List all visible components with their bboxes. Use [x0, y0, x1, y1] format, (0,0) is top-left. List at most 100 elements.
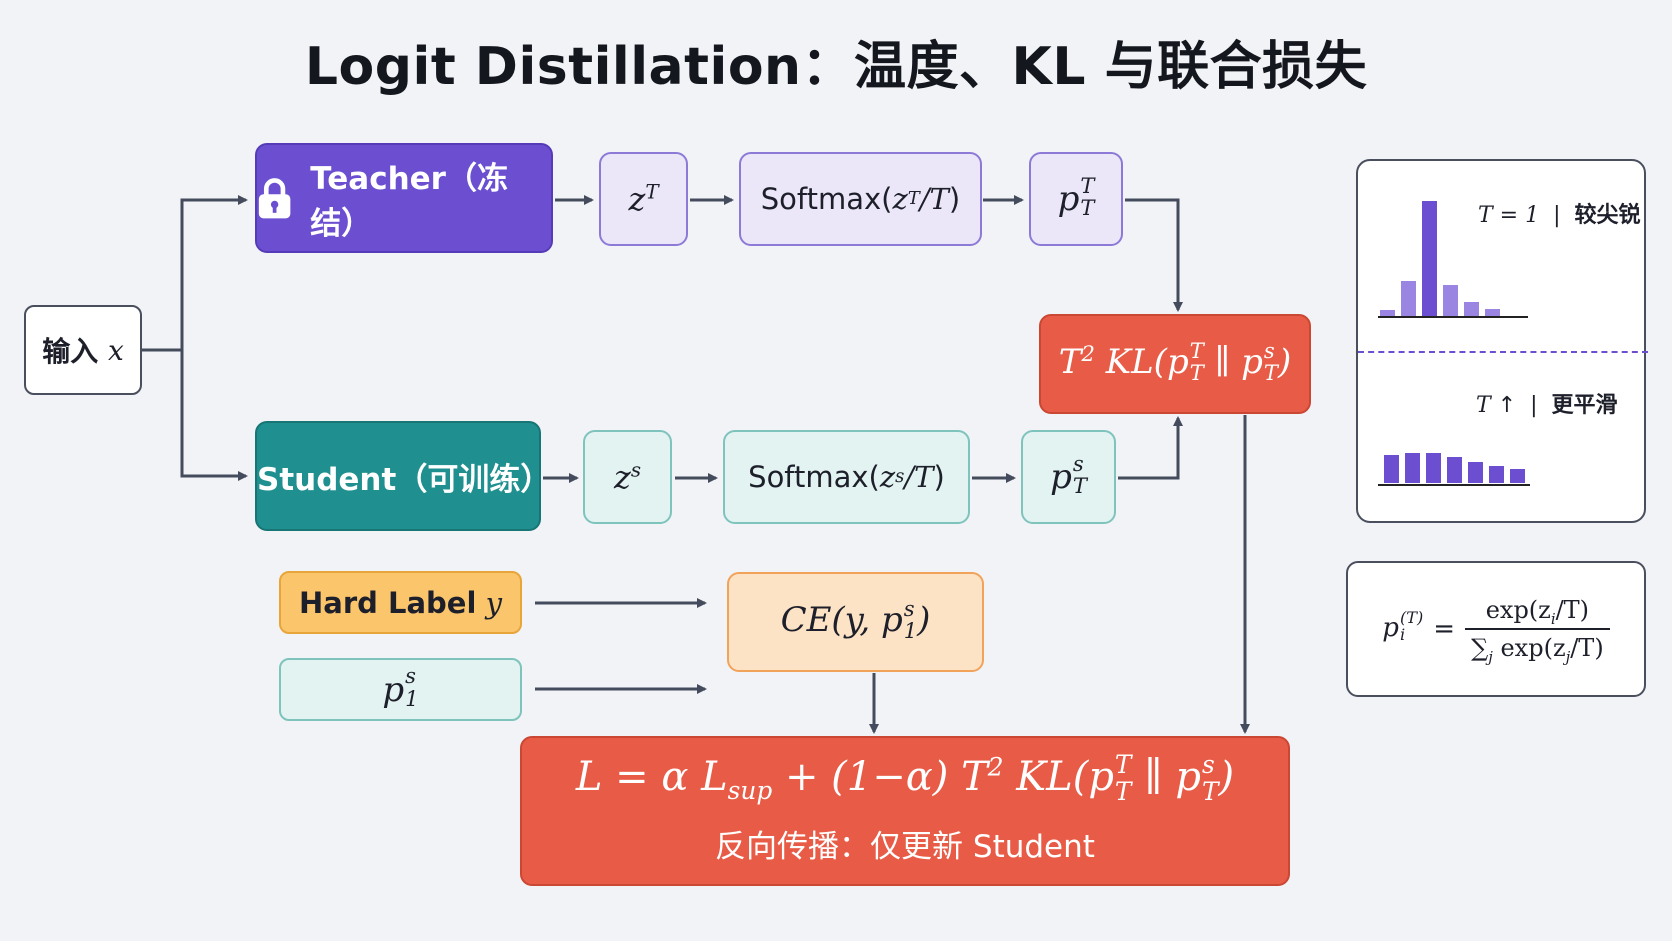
smooth-distribution	[1384, 431, 1534, 483]
kl-fn: KL(	[1094, 342, 1167, 382]
formula-num: exp(z	[1485, 596, 1551, 624]
formula-denominator: ∑j exp(zj/T)	[1465, 628, 1610, 664]
temperature-panel: T = 1 | 较尖锐 T ↑ | 更平滑	[1356, 159, 1648, 523]
teacher-box: Teacher（冻结）	[255, 143, 553, 253]
formula-num-end: /T)	[1555, 596, 1590, 624]
sharp-distribution-bar	[1380, 310, 1395, 316]
student-logit-box: zs	[583, 430, 672, 524]
hard-label-var: y	[485, 585, 503, 620]
formula-lhs-p: p	[1382, 613, 1399, 643]
teacher-logit: z	[628, 180, 646, 218]
teacher-softmax-suffix: )	[948, 182, 961, 216]
sharp-caption: T = 1 | 较尖锐	[1478, 197, 1641, 229]
smooth-distribution-bar	[1468, 462, 1483, 483]
loss-p2-sup: s	[1201, 750, 1215, 780]
ce-end: )	[917, 600, 931, 640]
input-variable: x	[107, 333, 124, 367]
teacher-softmax-temp: T	[929, 182, 949, 216]
loss-b: + (1−α) T	[772, 754, 988, 801]
smooth-caption-var: T	[1476, 393, 1491, 418]
formula-lhs-sub: i	[1399, 625, 1406, 644]
kl-p1-sup: T	[1189, 337, 1204, 363]
teacher-prob-sub: T	[1080, 195, 1095, 220]
hard-label-box: Hard Label y	[279, 571, 522, 634]
loss-c: KL(	[1003, 754, 1089, 801]
sharp-distribution-bar	[1464, 302, 1479, 316]
sharp-baseline	[1378, 316, 1528, 318]
teacher-label: Teacher（冻结）	[310, 161, 508, 242]
smooth-baseline	[1378, 484, 1530, 486]
loss-p1-sub: T	[1114, 776, 1132, 806]
kl-temp: T	[1058, 342, 1082, 382]
smooth-distribution-bar	[1405, 453, 1420, 483]
formula-den-end: /T)	[1570, 634, 1604, 662]
kl-p2: p	[1241, 342, 1263, 382]
loss-p1-sup: T	[1114, 750, 1132, 780]
loss-p2-sub: T	[1201, 776, 1219, 806]
sharp-caption-sep: |	[1553, 203, 1561, 228]
formula-num-sub: i	[1550, 609, 1556, 628]
smooth-distribution-bar	[1426, 453, 1441, 483]
kl-end: )	[1277, 342, 1292, 382]
smooth-distribution-bar	[1447, 457, 1462, 483]
panel-divider	[1358, 351, 1648, 353]
student-logit: z	[613, 458, 631, 496]
student-prob-sup: s	[1072, 450, 1084, 476]
smooth-distribution-bar	[1489, 466, 1504, 483]
smooth-distribution-bar	[1384, 455, 1399, 483]
input-label: 输入	[42, 335, 99, 368]
student-softmax-temp: T	[914, 460, 934, 494]
sharp-distribution-bar	[1443, 285, 1458, 316]
formula-den: exp(z	[1492, 634, 1566, 662]
kl-p1-sub: T	[1189, 360, 1204, 385]
kl-temp-sup: 2	[1081, 340, 1095, 366]
sharp-caption-var: T	[1478, 203, 1493, 228]
ps-to-kl-arrow	[1118, 416, 1183, 480]
formula-den-sum-sub: j	[1488, 647, 1493, 666]
teacher-prob: p	[1057, 179, 1080, 219]
student-softmax-suffix: )	[933, 460, 945, 494]
ce-sup: s	[903, 595, 915, 621]
ce-sub: 1	[903, 618, 918, 643]
smooth-caption: T ↑ | 更平滑	[1476, 387, 1618, 419]
kl-p1: p	[1166, 342, 1189, 382]
loss-end: )	[1218, 754, 1235, 801]
pt-to-kl-arrow	[1125, 198, 1183, 312]
backprop-note: 反向传播：仅更新 Student	[715, 828, 1095, 865]
input-to-student-arrow	[180, 350, 248, 481]
lock-icon	[258, 178, 291, 219]
formula-fraction: exp(zi/T) ∑j exp(zj/T)	[1465, 596, 1610, 664]
loss-sub: sup	[727, 776, 773, 806]
sharp-distribution-bar	[1485, 309, 1500, 316]
p1s-sup: s	[405, 663, 416, 689]
teacher-softmax-prefix: Softmax(	[760, 182, 893, 216]
formula-numerator: exp(zi/T)	[1480, 596, 1595, 628]
sharp-distribution-bar	[1422, 201, 1437, 316]
loss-p1: p	[1088, 754, 1114, 801]
kl-p2-sub: T	[1263, 360, 1278, 385]
loss-sup: 2	[987, 753, 1004, 783]
sharp-distribution	[1380, 201, 1530, 316]
input-stem-arrow	[142, 195, 248, 352]
smooth-caption-sep: |	[1530, 393, 1538, 418]
student-logit-sup: s	[630, 458, 642, 482]
formula-den-sub: j	[1565, 647, 1571, 666]
student-softmax-var: z	[879, 460, 896, 494]
student-prob: p	[1050, 457, 1072, 497]
student-softmax-prefix: Softmax(	[748, 460, 880, 494]
formula-eq: =	[1433, 614, 1456, 644]
ce-p: p	[880, 600, 903, 640]
sharp-distribution-bar	[1401, 281, 1416, 316]
formula-lhs-sup: (T)	[1399, 608, 1424, 628]
sharp-caption-text: 较尖锐	[1574, 203, 1641, 228]
hard-label-text: Hard Label	[298, 585, 477, 620]
teacher-softmax-div: /	[919, 182, 930, 216]
